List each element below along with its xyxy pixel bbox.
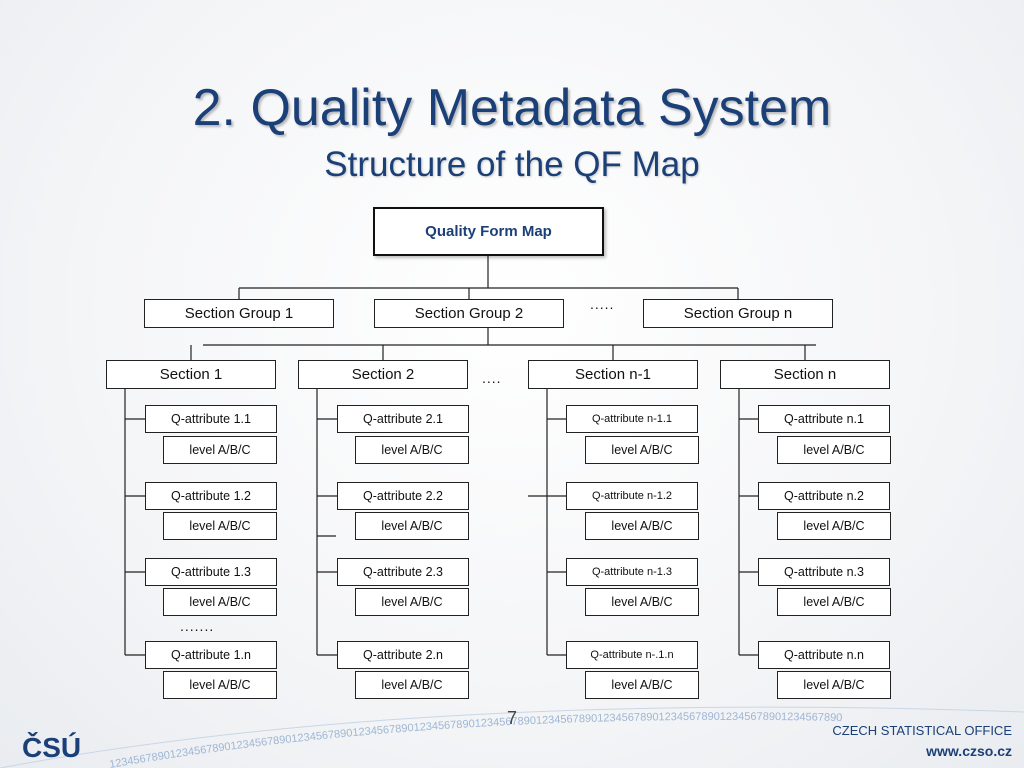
- q-attribute-box: Q-attribute 2.2: [337, 482, 469, 510]
- q-attribute-box: Q-attribute 1.n: [145, 641, 277, 669]
- section-2: Section 2: [298, 360, 468, 389]
- level-box: level A/B/C: [163, 512, 277, 540]
- q-attribute-box: Q-attribute 2.3: [337, 558, 469, 586]
- level-box: level A/B/C: [163, 671, 277, 699]
- section-1: Section 1: [106, 360, 276, 389]
- q-attribute-box: Q-attribute n.n: [758, 641, 890, 669]
- logo-text: ČSÚ: [22, 731, 81, 762]
- group-ellipsis: .....: [590, 296, 615, 312]
- q-attribute-box: Q-attribute n-1.3: [566, 558, 698, 586]
- level-box: level A/B/C: [777, 588, 891, 616]
- attribute-ellipsis: .......: [180, 618, 215, 634]
- root-node-quality-form-map: Quality Form Map: [373, 207, 604, 256]
- level-box: level A/B/C: [777, 671, 891, 699]
- section-4: Section n: [720, 360, 890, 389]
- section-group-3: Section Group n: [643, 299, 833, 328]
- q-attribute-box: Q-attribute n.3: [758, 558, 890, 586]
- level-box: level A/B/C: [777, 436, 891, 464]
- level-box: level A/B/C: [163, 588, 277, 616]
- q-attribute-box: Q-attribute 2.n: [337, 641, 469, 669]
- level-box: level A/B/C: [355, 436, 469, 464]
- q-attribute-box: Q-attribute n-1.1: [566, 405, 698, 433]
- q-attribute-box: Q-attribute 1.3: [145, 558, 277, 586]
- slide-title: 2. Quality Metadata System: [192, 79, 832, 137]
- level-box: level A/B/C: [355, 588, 469, 616]
- section-3: Section n-1: [528, 360, 698, 389]
- level-box: level A/B/C: [163, 436, 277, 464]
- q-attribute-box: Q-attribute 1.2: [145, 482, 277, 510]
- csu-logo: ČSÚ: [22, 731, 81, 762]
- q-attribute-box: Q-attribute n.2: [758, 482, 890, 510]
- level-box: level A/B/C: [355, 671, 469, 699]
- level-box: level A/B/C: [585, 512, 699, 540]
- section-group-2: Section Group 2: [374, 299, 564, 328]
- section-ellipsis: ....: [482, 370, 502, 386]
- level-box: level A/B/C: [585, 436, 699, 464]
- q-attribute-box: Q-attribute 2.1: [337, 405, 469, 433]
- slide-subtitle: Structure of the QF Map: [324, 145, 700, 184]
- page-number: 7: [506, 708, 517, 728]
- q-attribute-box: Q-attribute 1.1: [145, 405, 277, 433]
- level-box: level A/B/C: [355, 512, 469, 540]
- footer-url[interactable]: www.czso.cz: [926, 743, 1012, 759]
- level-box: level A/B/C: [585, 588, 699, 616]
- level-box: level A/B/C: [585, 671, 699, 699]
- level-box: level A/B/C: [777, 512, 891, 540]
- q-attribute-box: Q-attribute n-.1.n: [566, 641, 698, 669]
- q-attribute-box: Q-attribute n.1: [758, 405, 890, 433]
- footer-organization: CZECH STATISTICAL OFFICE: [832, 723, 1012, 738]
- section-group-1: Section Group 1: [144, 299, 334, 328]
- q-attribute-box: Q-attribute n-1.2: [566, 482, 698, 510]
